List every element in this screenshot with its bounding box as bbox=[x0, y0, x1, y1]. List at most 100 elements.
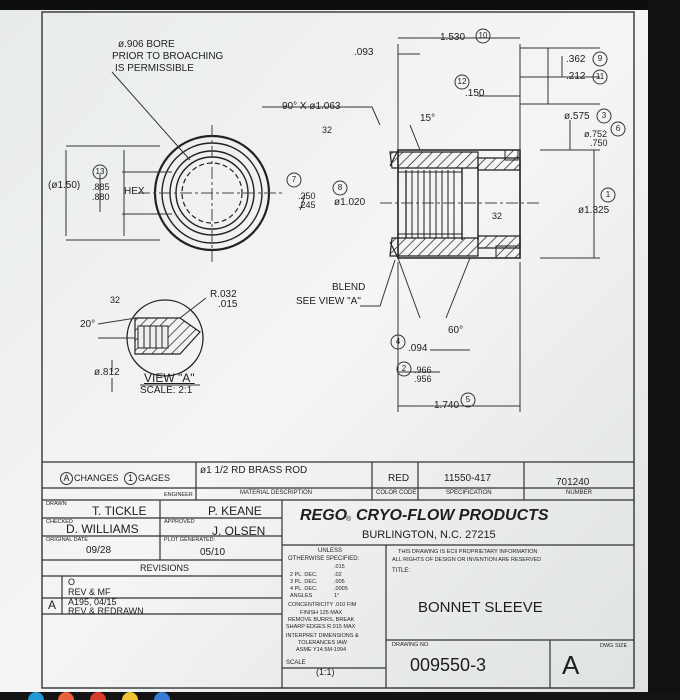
balloon-number: 6 bbox=[615, 124, 621, 133]
tol-3pl: .005 bbox=[334, 579, 345, 585]
company-rego: REGO bbox=[300, 507, 348, 524]
dim-094: .094 bbox=[408, 343, 428, 354]
company-city: BURLINGTON, N.C. 27215 bbox=[362, 529, 496, 541]
tol-2pl: .02 bbox=[334, 572, 342, 578]
dim-212: .212 bbox=[566, 71, 586, 82]
balloon-number: 5 bbox=[465, 395, 471, 404]
interpret-note-1: INTERPRET DIMENSIONS & bbox=[286, 633, 359, 639]
scale-value: (1:1) bbox=[316, 667, 335, 677]
end-view bbox=[65, 71, 381, 262]
approved-by: J. OLSEN bbox=[212, 524, 266, 538]
unless-label: UNLESS bbox=[318, 548, 343, 554]
tol-ang: 1° bbox=[334, 593, 340, 599]
balloon-number: 9 bbox=[597, 54, 603, 63]
bore-note-line3: IS PERMISSIBLE bbox=[115, 63, 194, 74]
material: ø1 1/2 RD BRASS ROD bbox=[200, 465, 308, 476]
tol-2pl-label: 2 PL. DEC. bbox=[290, 572, 318, 578]
bore-note-line2: PRIOR TO BROACHING bbox=[112, 51, 224, 62]
angle-20: 20° bbox=[80, 319, 96, 330]
burrs-note: REMOVE BURRS, BREAK bbox=[288, 617, 355, 623]
chamfer-note: 90° X ø1.063 bbox=[282, 101, 341, 112]
revisions-label: REVISIONS bbox=[140, 563, 190, 573]
specification: 11550-417 bbox=[444, 473, 492, 484]
view-a-detail bbox=[97, 297, 207, 392]
balloon-number: 1 bbox=[605, 190, 611, 199]
tol-3pl-label: 3 PL. DEC. bbox=[290, 579, 318, 585]
radius-015: .015 bbox=[218, 299, 238, 310]
tol-ang-label: ANGLES bbox=[290, 593, 313, 599]
bore-note-line1: ø.906 BORE bbox=[118, 39, 175, 50]
gages-label: GAGES bbox=[138, 473, 171, 483]
company-name: CRYO-FLOW PRODUCTS bbox=[356, 507, 549, 524]
app-icon-2[interactable] bbox=[122, 692, 138, 700]
app-icon[interactable] bbox=[58, 692, 74, 700]
finish-note-c: 32 bbox=[110, 295, 121, 305]
changes-label: CHANGES bbox=[74, 473, 119, 483]
dim-575: ø.575 bbox=[564, 111, 590, 122]
unless-label-2: OTHERWISE SPECIFIED: bbox=[288, 556, 360, 562]
original-date: 09/28 bbox=[86, 545, 112, 556]
dim-752: ø.752 bbox=[584, 129, 608, 139]
balloon-number: 7 bbox=[291, 175, 297, 184]
dim-245: .245 bbox=[298, 200, 316, 210]
chrome-icon[interactable] bbox=[90, 692, 106, 700]
dim-1530: 1.530 bbox=[440, 32, 466, 43]
app-icon-3[interactable] bbox=[154, 692, 170, 700]
hex-across-dim: (ø1.50) bbox=[48, 180, 81, 191]
color: RED bbox=[388, 473, 410, 484]
taskbar bbox=[0, 692, 680, 700]
dim-362: .362 bbox=[566, 54, 586, 65]
hex-dim-lower: .880 bbox=[92, 192, 110, 202]
view-a-scale: SCALE: 2:1 bbox=[140, 385, 193, 396]
checked-by: D. WILLIAMS bbox=[66, 522, 139, 536]
rev-a-text1: A195, 04/15 bbox=[68, 597, 117, 607]
blend-note-1: BLEND bbox=[332, 282, 366, 293]
material-desc-label: MATERIAL DESCRIPTION bbox=[240, 490, 313, 496]
drawing-number-label: DRAWING NO. bbox=[392, 642, 430, 648]
balloon-number: 10 bbox=[478, 31, 488, 40]
dim-150: .150 bbox=[465, 88, 485, 99]
dim-093: .093 bbox=[354, 47, 374, 58]
edges-note: SHARP EDGES R.015 MAX bbox=[286, 624, 356, 630]
engineer-label: ENGINEER bbox=[164, 492, 193, 498]
hex-label: HEX bbox=[124, 186, 145, 197]
drawing-title: BONNET SLEEVE bbox=[418, 599, 543, 616]
finish-note-b: 32 bbox=[492, 211, 503, 221]
part-number: 701240 bbox=[556, 477, 590, 488]
radius-032: R.032 bbox=[210, 289, 237, 300]
taskbar-icons bbox=[0, 692, 680, 700]
title-label: TITLE: bbox=[392, 568, 411, 574]
dim-750: .750 bbox=[590, 138, 608, 148]
original-date-label: ORIGINAL DATE bbox=[46, 537, 88, 543]
hex-dim-upper: .885 bbox=[92, 182, 110, 192]
drawing-number: 009550-3 bbox=[410, 655, 487, 675]
section-view bbox=[299, 37, 600, 412]
balloon-number: 11 bbox=[595, 72, 605, 81]
rev-0: O bbox=[68, 577, 76, 587]
rev-a-text2: REV & REDRAWN bbox=[68, 606, 144, 616]
company-reg-mark: ® bbox=[346, 516, 352, 523]
blend-note-2: SEE VIEW "A" bbox=[296, 296, 361, 307]
tol-1pl: .015 bbox=[334, 564, 345, 570]
edge-icon[interactable] bbox=[28, 692, 44, 700]
checked-label: CHECKED bbox=[46, 519, 73, 525]
view-a-label: VIEW "A" bbox=[144, 371, 195, 385]
changes-balloon: A bbox=[60, 472, 73, 485]
tol-4pl: .0005 bbox=[334, 586, 348, 592]
finish-note-a: 32 bbox=[322, 125, 333, 135]
specification-label: SPECIFICATION bbox=[446, 490, 492, 496]
dim-1740: 1.740 bbox=[434, 400, 460, 411]
engineer: P. KEANE bbox=[208, 504, 262, 518]
rev-0-text: REV & MF bbox=[68, 587, 111, 597]
scale-label: SCALE bbox=[286, 660, 306, 666]
paper-sheet bbox=[0, 10, 648, 692]
concentricity-note: CONCENTRICITY .010 FIM bbox=[288, 602, 357, 608]
balloon-number: 3 bbox=[601, 111, 607, 120]
title-block bbox=[42, 461, 634, 688]
drawing-border bbox=[41, 11, 635, 689]
dim-250: .250 bbox=[298, 191, 316, 201]
plot-date: 05/10 bbox=[200, 547, 226, 558]
gages-balloon: 1 bbox=[124, 472, 137, 485]
